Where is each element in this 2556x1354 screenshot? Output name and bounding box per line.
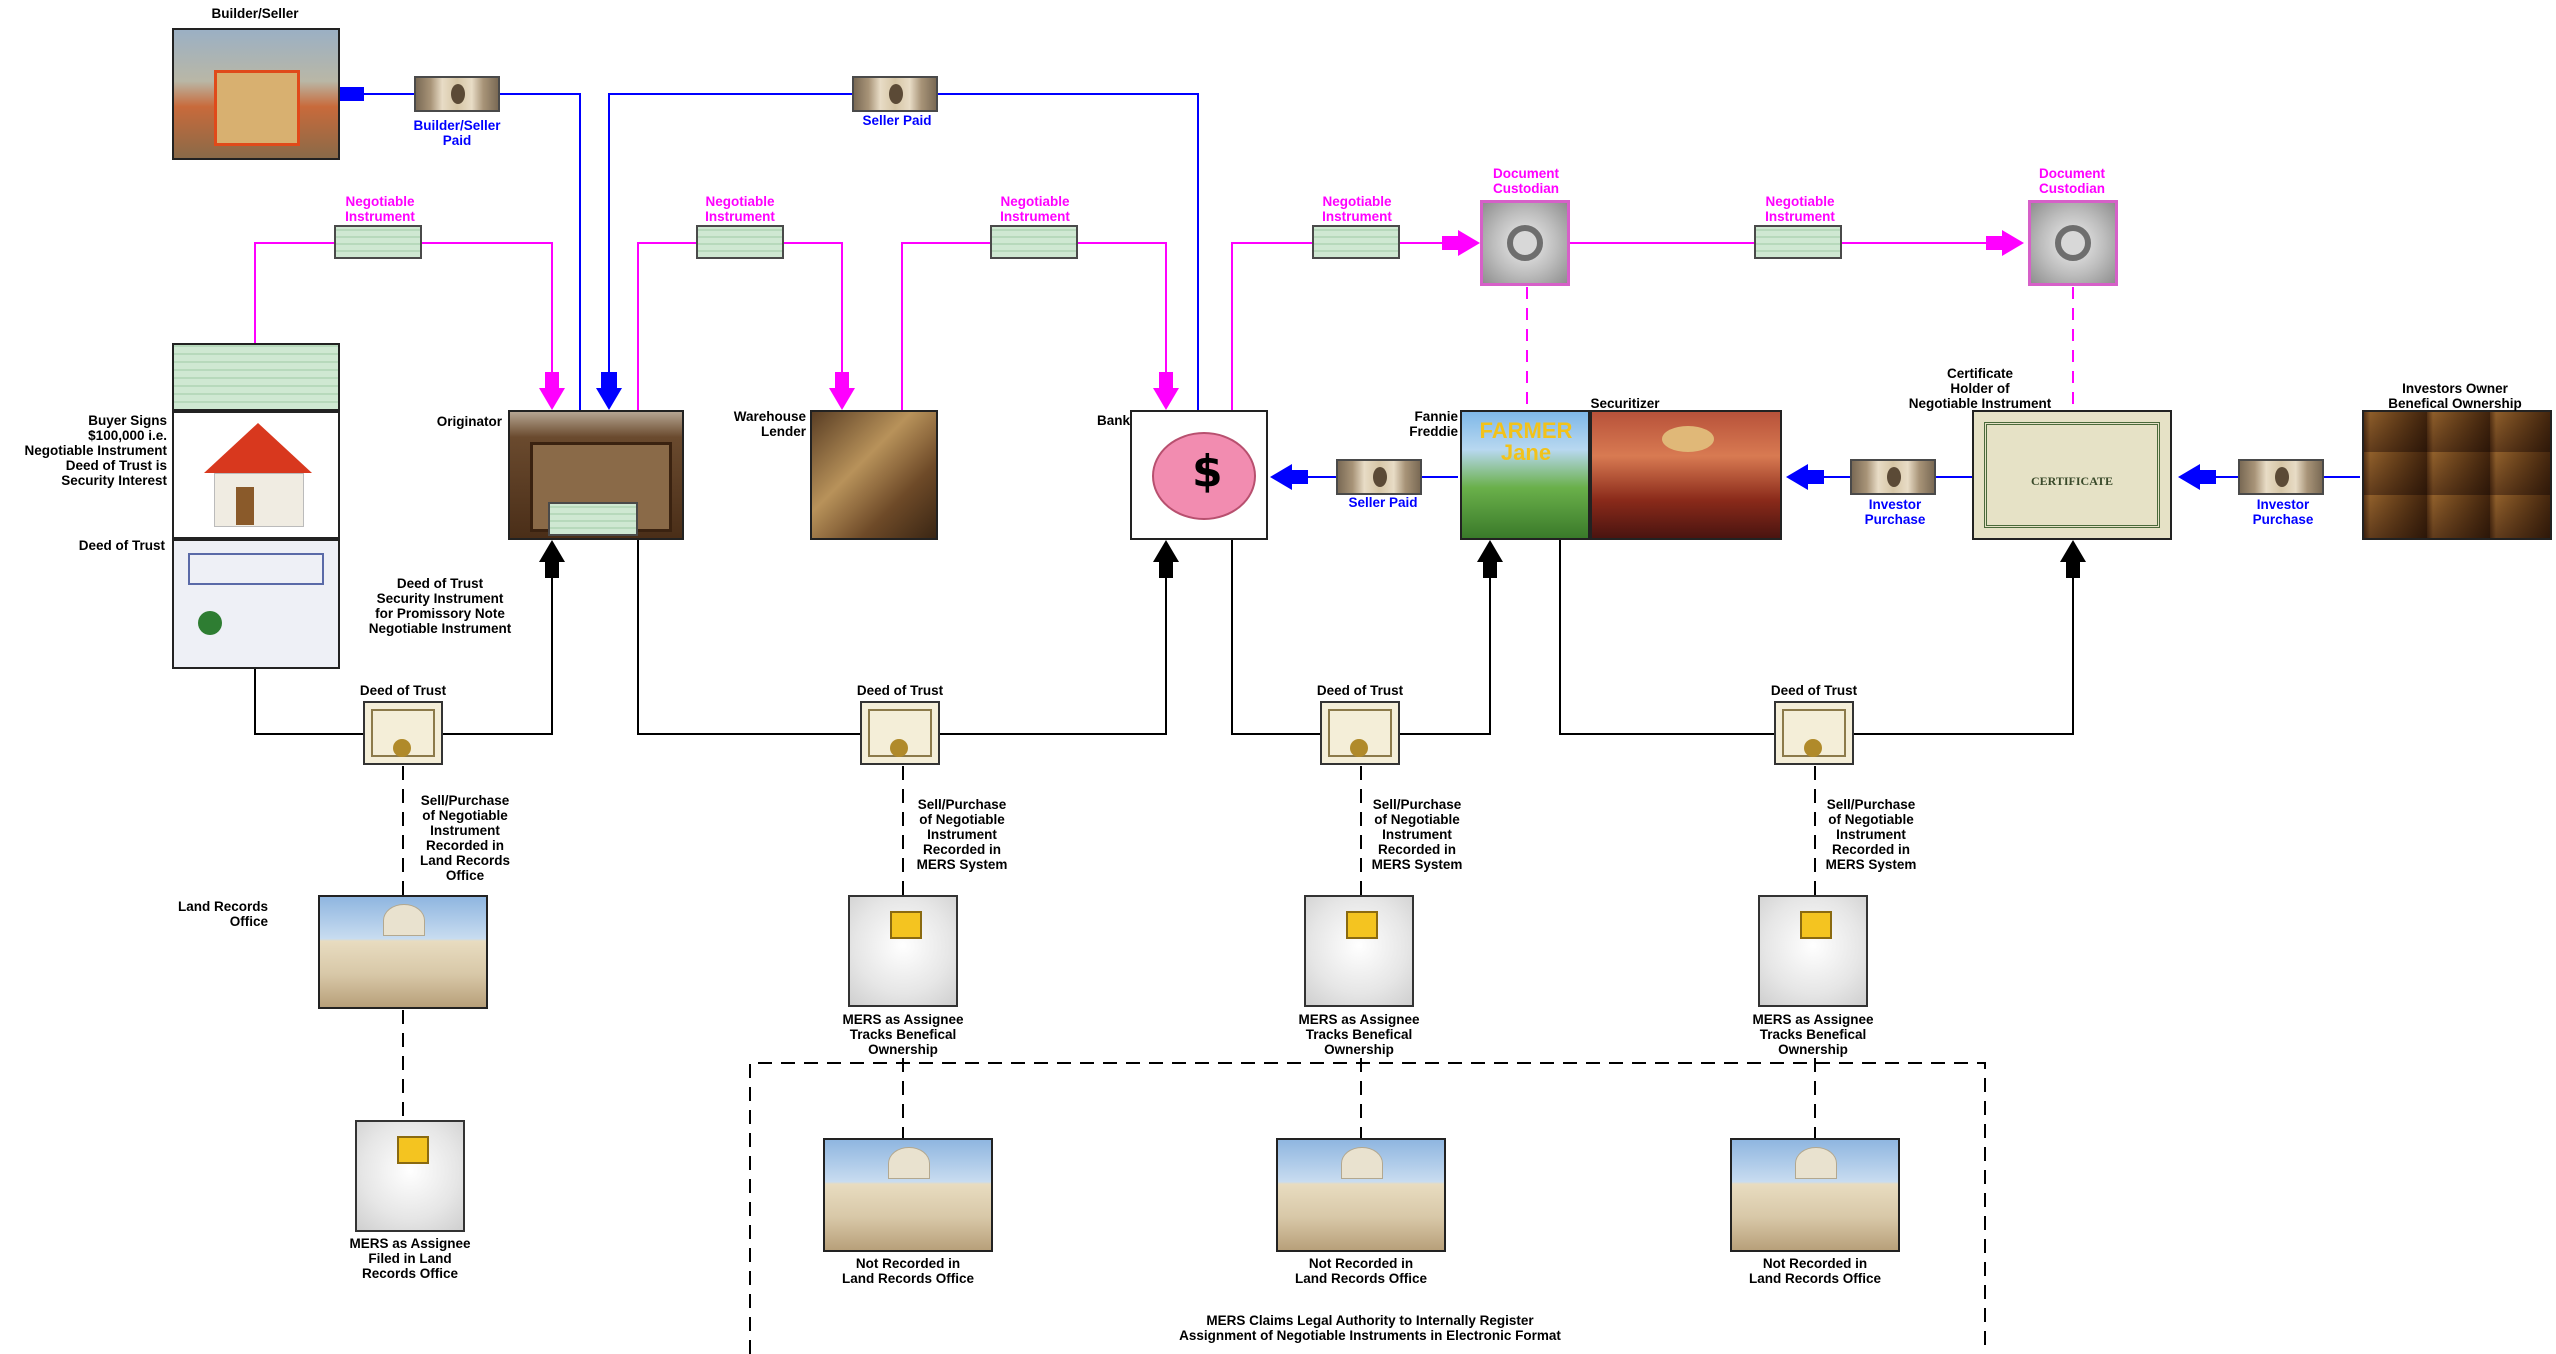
- warehouse-lender-label: Warehouse Lender: [733, 409, 806, 439]
- deed-of-trust-label-1: Deed of Trust: [359, 683, 447, 698]
- originator-check: [548, 502, 638, 536]
- deed-certificate-4: [1774, 701, 1854, 765]
- investors-certificates-grid: [2362, 410, 2552, 540]
- mers-filed-label: MERS as Assignee Filed in Land Records O…: [349, 1236, 471, 1281]
- originator-label: Originator: [436, 414, 502, 429]
- seller-paid-bill-top: [852, 76, 938, 112]
- farmer-jane-logo: FARMER Jane: [1479, 418, 1573, 465]
- mers-network-icon-1: [848, 895, 958, 1007]
- piggy-bank: $: [1130, 410, 1268, 540]
- deed-of-trust-label-3: Deed of Trust: [1316, 683, 1404, 698]
- deed-of-trust-side-label: Deed of Trust: [78, 538, 165, 553]
- sell-purchase-mers-label-1: Sell/Purchase of Negotiable Instrument R…: [916, 797, 1008, 872]
- deed-certificate-3: [1320, 701, 1400, 765]
- securitizer-auditorium: [1590, 410, 1782, 540]
- check-4: [1312, 225, 1400, 259]
- seller-paid-bill-mid: [1336, 459, 1422, 495]
- check-1: [334, 225, 422, 259]
- negotiable-label-1: Negotiable Instrument: [345, 194, 415, 224]
- not-recorded-courthouse-2: [1276, 1138, 1446, 1252]
- document-custodian-label-2: Document Custodian: [2038, 166, 2105, 196]
- deed-security-instrument-label: Deed of Trust Security Instrument for Pr…: [368, 576, 512, 636]
- mers-network-icon-filed: [355, 1120, 465, 1232]
- deed-of-trust-label-2: Deed of Trust: [856, 683, 944, 698]
- mers-network-icon-3: [1758, 895, 1868, 1007]
- investor-purchase-bill-1: [1850, 459, 1936, 495]
- not-recorded-label-3: Not Recorded in Land Records Office: [1748, 1256, 1882, 1286]
- builder-seller-paid-label: Builder/Seller Paid: [413, 118, 501, 148]
- warehouse-photo: [810, 410, 938, 540]
- investors-owner-label: Investors Owner Benefical Ownership: [2388, 381, 2522, 411]
- vault-icon-1: [1480, 200, 1570, 286]
- seller-paid-label-mid: Seller Paid: [1348, 495, 1418, 510]
- investor-purchase-label-1: Investor Purchase: [1864, 497, 1926, 527]
- document-custodian-label-1: Document Custodian: [1492, 166, 1559, 196]
- investor-purchase-label-2: Investor Purchase: [2252, 497, 2314, 527]
- builder-house-photo: [172, 28, 340, 160]
- farmer-jane-image: FARMER Jane: [1460, 410, 1590, 540]
- mers-network-icon-2: [1304, 895, 1414, 1007]
- not-recorded-courthouse-3: [1730, 1138, 1900, 1252]
- not-recorded-courthouse-1: [823, 1138, 993, 1252]
- sell-purchase-mers-label-3: Sell/Purchase of Negotiable Instrument R…: [1825, 797, 1917, 872]
- buyer-check-image: [172, 343, 340, 411]
- certificate-word: CERTIFICATE: [2030, 474, 2114, 488]
- purchase-arrows: [1270, 464, 2216, 490]
- certificate-holder-label: Certificate Holder of Negotiable Instrum…: [1908, 366, 2052, 411]
- check-2: [696, 225, 784, 259]
- seller-paid-label-top: Seller Paid: [862, 113, 932, 128]
- land-records-courthouse: [318, 895, 488, 1009]
- check-3: [990, 225, 1078, 259]
- mers-claims-label: MERS Claims Legal Authority to Internall…: [1179, 1313, 1561, 1343]
- sell-purchase-land-label: Sell/Purchase of Negotiable Instrument R…: [419, 793, 511, 883]
- house-icon: [172, 411, 340, 539]
- negotiable-label-5: Negotiable Instrument: [1765, 194, 1835, 224]
- deed-certificate-2: [860, 701, 940, 765]
- seller-paid-arrow-down: [596, 388, 622, 410]
- mers-tracks-label-3: MERS as Assignee Tracks Benefical Owners…: [1752, 1012, 1874, 1057]
- builder-seller-label: Builder/Seller: [211, 6, 299, 21]
- check-5: [1754, 225, 1842, 259]
- stock-certificate: CERTIFICATE: [1972, 410, 2172, 540]
- deed-of-trust-document: [172, 539, 340, 669]
- mers-tracks-label-1: MERS as Assignee Tracks Benefical Owners…: [842, 1012, 964, 1057]
- negotiable-arrows: [539, 230, 2024, 410]
- mers-tracks-label-2: MERS as Assignee Tracks Benefical Owners…: [1298, 1012, 1420, 1057]
- bank-label: Bank: [1096, 413, 1130, 428]
- builder-paid-bill: [414, 76, 500, 112]
- deed-arrows: [539, 540, 2086, 578]
- negotiable-label-4: Negotiable Instrument: [1322, 194, 1392, 224]
- negotiable-label-3: Negotiable Instrument: [1000, 194, 1070, 224]
- deed-of-trust-label-4: Deed of Trust: [1770, 683, 1858, 698]
- investor-purchase-bill-2: [2238, 459, 2324, 495]
- buyer-signs-label: Buyer Signs $100,000 i.e. Negotiable Ins…: [24, 413, 167, 488]
- fannie-freddie-label: Fannie Freddie: [1409, 409, 1458, 439]
- land-records-office-label: Land Records Office: [177, 899, 268, 929]
- deed-certificate-1: [363, 701, 443, 765]
- sell-purchase-mers-label-2: Sell/Purchase of Negotiable Instrument R…: [1371, 797, 1463, 872]
- recording-lines: [402, 766, 1986, 1354]
- vault-icon-2: [2028, 200, 2118, 286]
- not-recorded-label-2: Not Recorded in Land Records Office: [1294, 1256, 1428, 1286]
- not-recorded-label-1: Not Recorded in Land Records Office: [841, 1256, 975, 1286]
- securitizer-label: Securitizer: [1590, 396, 1660, 411]
- negotiable-label-2: Negotiable Instrument: [705, 194, 775, 224]
